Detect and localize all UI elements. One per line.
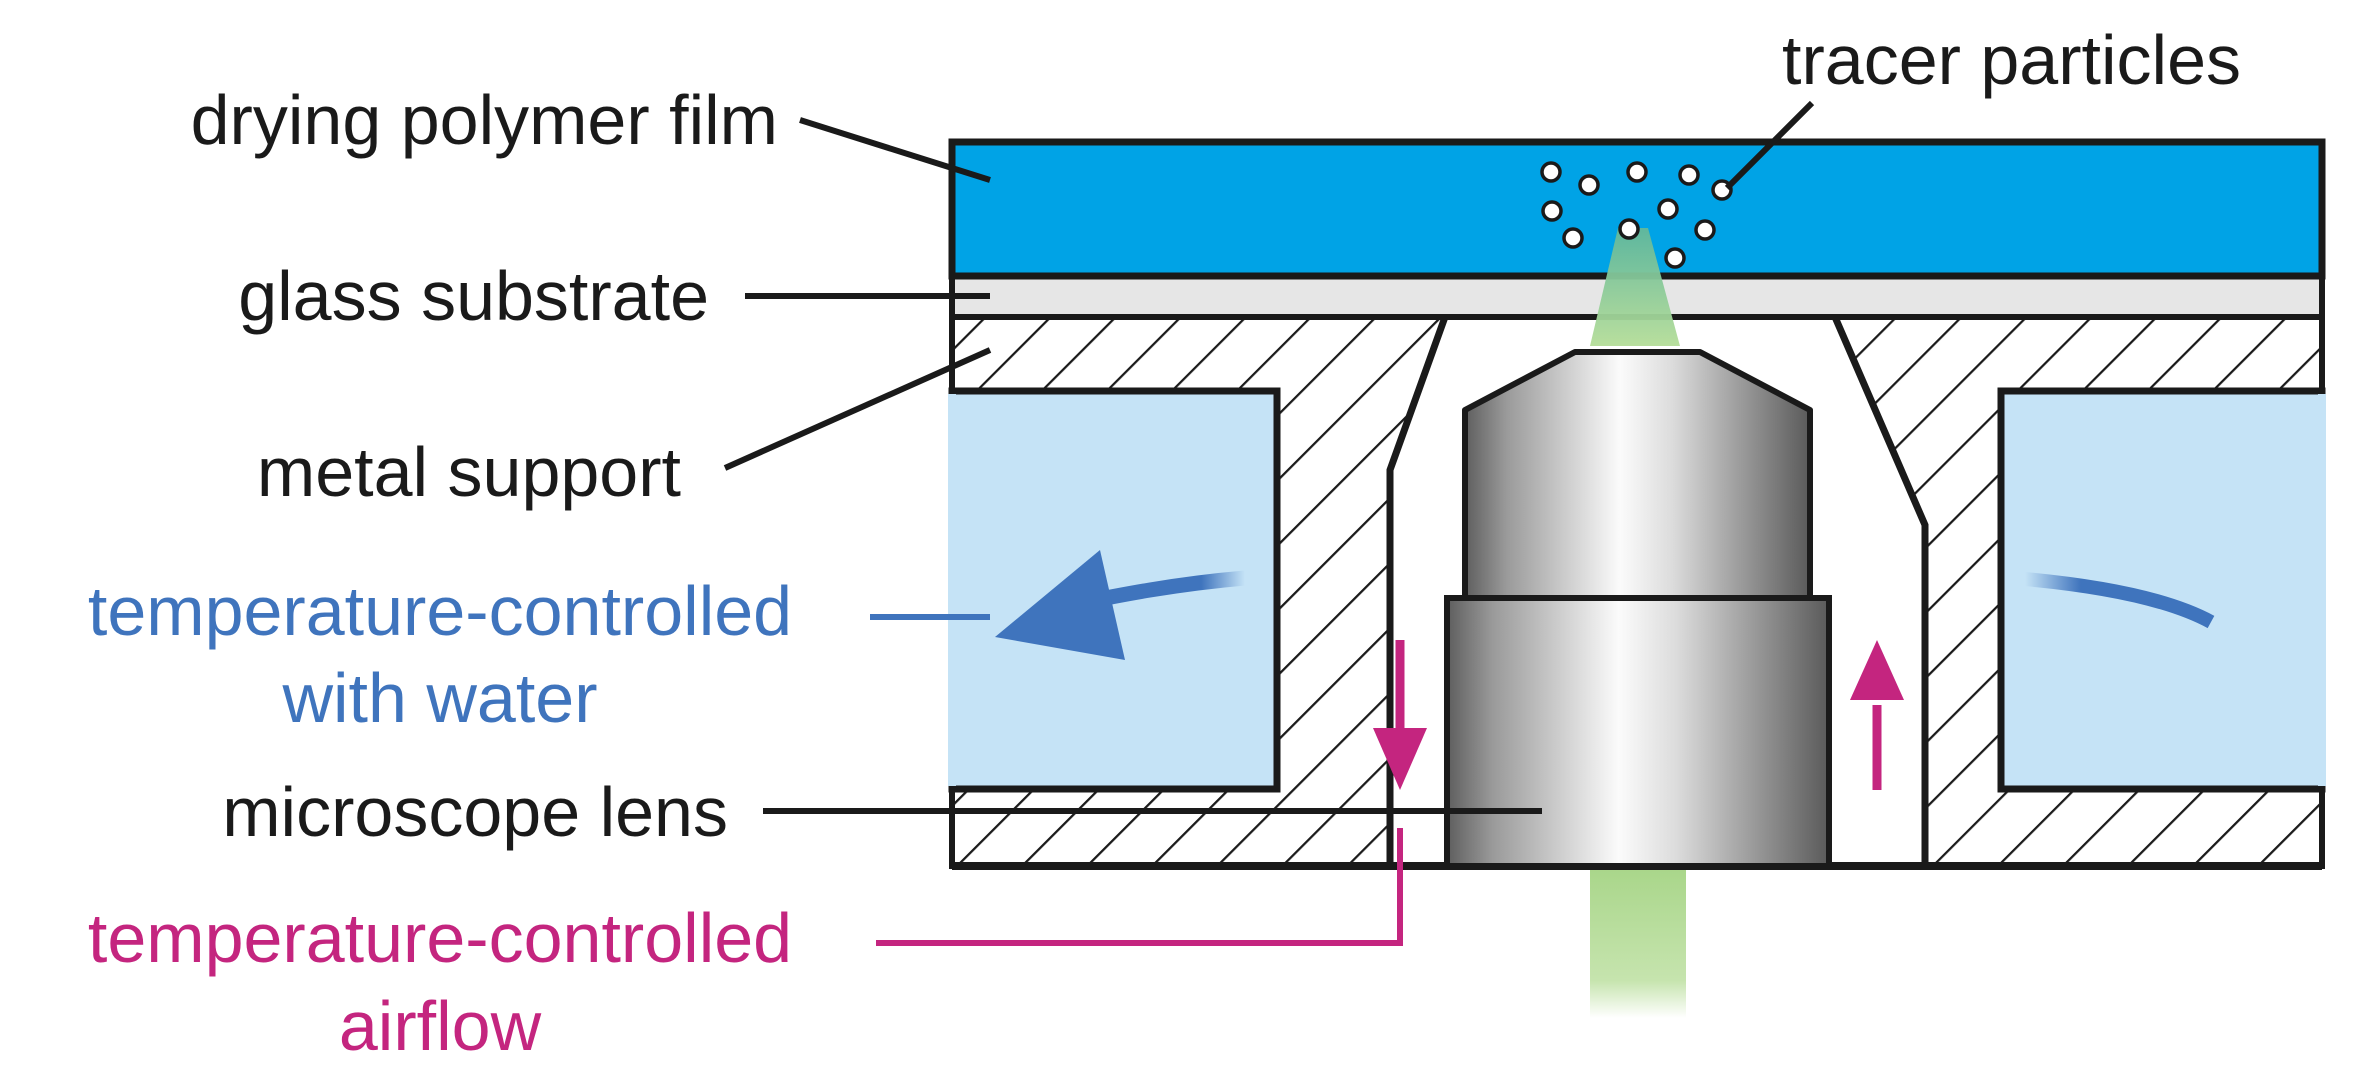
label-water-line2: with water [281,659,597,737]
water-flow-arrow-right [2024,572,2215,629]
leader-tracer-particles [1724,100,1815,191]
particle-icon [1694,219,1716,241]
airflow-up-arrow-icon [1850,640,1904,790]
label-metal-support: metal support [257,433,681,511]
leader-airflow [876,828,1403,946]
leader-polymer-film [799,117,991,183]
particle-icon [1540,161,1562,183]
label-drying-polymer-film: drying polymer film [191,81,778,159]
particle-icon [1626,161,1648,183]
particle-icon [1618,218,1640,240]
tracer-particles [1540,161,1733,269]
light-beam-bottom [1590,868,1686,1018]
microscope-lens [1444,349,1832,869]
label-microscope-lens: microscope lens [222,773,728,851]
label-glass-substrate: glass substrate [238,257,709,335]
water-chamber-right [1997,387,2326,793]
particle-icon [1664,247,1686,269]
particle-icon [1657,198,1679,220]
particle-icon [1578,174,1600,196]
label-airflow-line1: temperature-controlled [88,899,792,977]
label-airflow-line2: airflow [339,987,542,1065]
particle-icon [1678,164,1700,186]
particle-icon [1562,227,1584,249]
label-tracer-particles: tracer particles [1782,21,2241,99]
particle-icon [1541,200,1563,222]
label-water-line1: temperature-controlled [88,572,792,650]
airflow-down-arrow-icon [1373,640,1427,790]
light-beam-cone [1590,228,1680,346]
water-flow-arrow-icon [995,550,1125,660]
leader-lines [723,100,1815,814]
leader-metal-support [723,347,992,471]
